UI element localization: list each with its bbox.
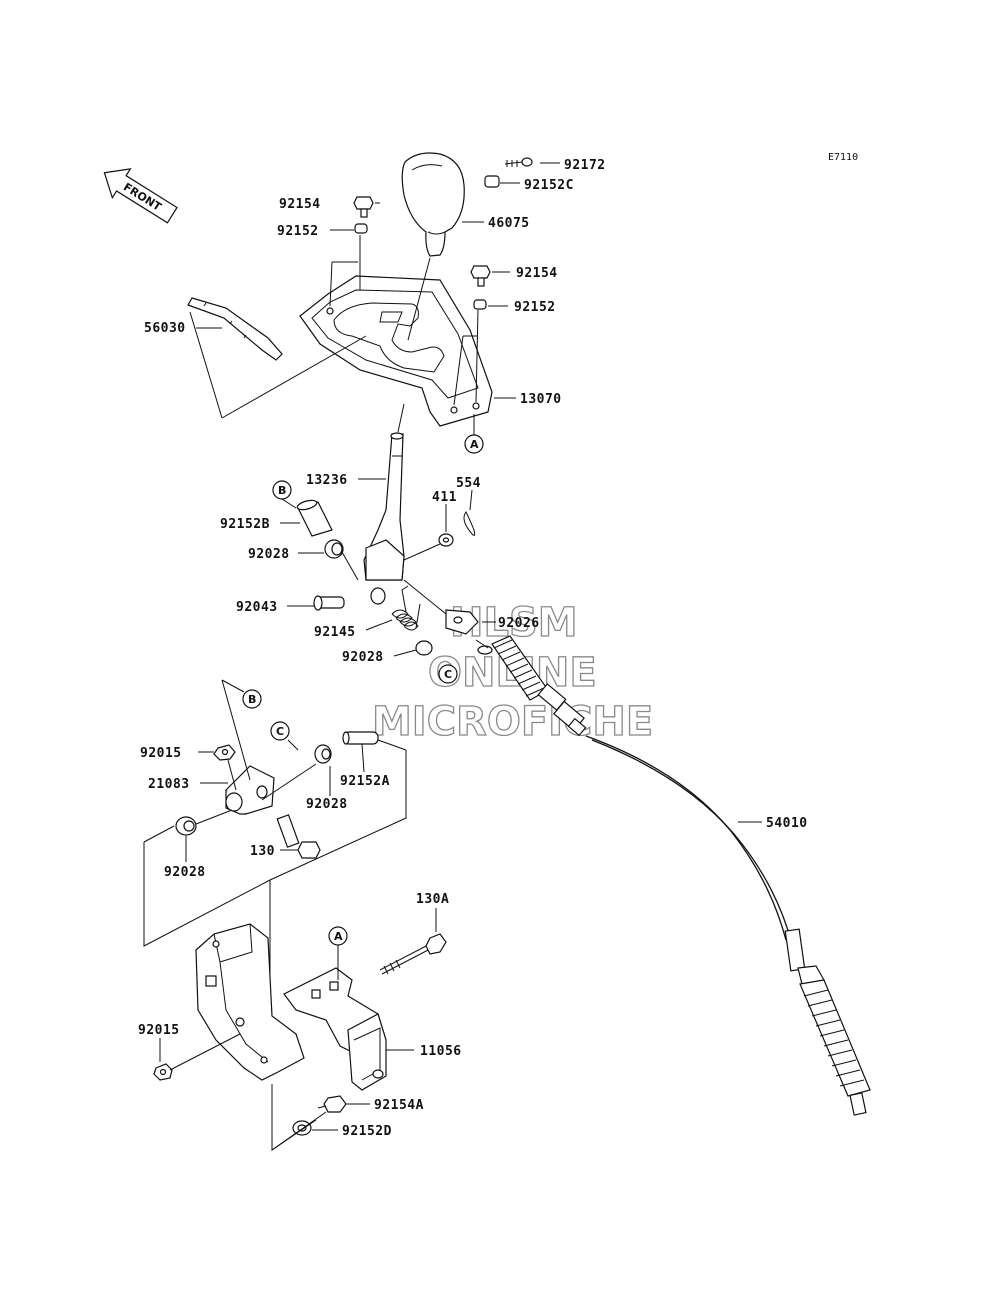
reference-marker-c-top: C bbox=[438, 664, 458, 684]
bolt-92154a-part bbox=[317, 1095, 347, 1113]
part-label-54010: 54010 bbox=[766, 816, 808, 831]
part-label-92028-a: 92028 bbox=[248, 547, 290, 562]
plate-56030-part bbox=[187, 297, 283, 361]
base-bracket-11056-part bbox=[195, 923, 387, 1091]
part-label-92152c: 92152C bbox=[524, 178, 574, 193]
part-label-130: 130 bbox=[250, 844, 275, 859]
part-label-411: 411 bbox=[432, 490, 457, 505]
bushing-92152c-part bbox=[484, 175, 500, 188]
bolt-92154-right-part bbox=[470, 265, 491, 287]
part-label-21083: 21083 bbox=[148, 777, 190, 792]
part-label-92154a: 92154A bbox=[374, 1098, 424, 1113]
reference-marker-a-bottom: A bbox=[328, 926, 348, 980]
washer-92152-right-part bbox=[473, 299, 487, 310]
reference-marker-b-bottom: B bbox=[242, 689, 262, 709]
collar-92028-a-part bbox=[324, 539, 344, 559]
part-label-92154-right: 92154 bbox=[516, 266, 558, 281]
nut-92015-top-part bbox=[213, 744, 236, 761]
part-label-554: 554 bbox=[456, 476, 481, 491]
part-label-92152-right: 92152 bbox=[514, 300, 556, 315]
part-labels: 92172 92152C 46075 92154 92152 92154 921… bbox=[138, 158, 808, 1139]
reference-marker-a-top: A bbox=[464, 434, 484, 454]
marker-a-bottom-label: A bbox=[334, 930, 343, 943]
bolt-130-part bbox=[276, 814, 321, 859]
part-label-130a: 130A bbox=[416, 892, 449, 907]
shift-cable-part bbox=[475, 635, 871, 1116]
part-label-92172: 92172 bbox=[564, 158, 606, 173]
part-label-92154-top: 92154 bbox=[279, 197, 321, 212]
screw-92172-part bbox=[504, 157, 533, 167]
part-label-92152b: 92152B bbox=[220, 517, 270, 532]
washer-92152-top-part bbox=[354, 223, 368, 234]
collar-92028-c-part bbox=[314, 744, 332, 764]
leader-lines-base bbox=[159, 1033, 414, 1151]
bracket-21083-part bbox=[225, 765, 275, 815]
marker-a-top-label: A bbox=[470, 438, 479, 451]
shift-console-part bbox=[299, 275, 493, 427]
pin-92043-part bbox=[313, 595, 345, 611]
nut-92015-bottom-part bbox=[153, 1063, 173, 1081]
part-label-92028-c: 92028 bbox=[306, 797, 348, 812]
marker-c-top-label: C bbox=[444, 668, 452, 681]
leader-lines-top bbox=[189, 162, 560, 436]
shift-lever-part bbox=[363, 432, 405, 581]
part-label-11056: 11056 bbox=[420, 1044, 462, 1059]
watermark-line1: HLSM bbox=[450, 600, 578, 646]
shift-knob-part bbox=[401, 152, 465, 257]
collar-92028-center-part bbox=[370, 587, 386, 605]
bolt-130a-part bbox=[379, 908, 447, 975]
marker-b-top-label: B bbox=[278, 484, 286, 497]
part-label-92152a: 92152A bbox=[340, 774, 390, 789]
part-label-13070: 13070 bbox=[520, 392, 562, 407]
part-label-46075: 46075 bbox=[488, 216, 530, 231]
washer-411-part bbox=[438, 533, 454, 547]
leader-lines-bracket bbox=[143, 679, 407, 1018]
marker-c-bottom-label: C bbox=[276, 725, 284, 738]
pipe-92152a-part bbox=[342, 731, 379, 745]
diagram-code: E7110 bbox=[828, 152, 858, 163]
collar-92028-d-part bbox=[175, 816, 197, 836]
collar-92028-b-part bbox=[415, 640, 433, 656]
front-arrow-icon: FRONT bbox=[103, 168, 178, 224]
part-label-92015-top: 92015 bbox=[140, 746, 182, 761]
part-label-92152-top: 92152 bbox=[277, 224, 319, 239]
part-label-92145: 92145 bbox=[314, 625, 356, 640]
reference-marker-b-top: B bbox=[272, 480, 292, 500]
part-label-92152d: 92152D bbox=[342, 1124, 392, 1139]
spring-92145-part bbox=[391, 585, 421, 631]
part-label-92026: 92026 bbox=[498, 616, 540, 631]
part-label-56030: 56030 bbox=[144, 321, 186, 336]
link-92026-part bbox=[445, 609, 479, 635]
part-label-92028-d: 92028 bbox=[164, 865, 206, 880]
bolt-92154-top-part bbox=[353, 196, 374, 218]
marker-b-bottom-label: B bbox=[248, 693, 256, 706]
bushing-92152b-part bbox=[296, 499, 333, 537]
part-label-92015-bottom: 92015 bbox=[138, 1023, 180, 1038]
part-label-92043: 92043 bbox=[236, 600, 278, 615]
part-label-13236: 13236 bbox=[306, 473, 348, 488]
part-label-92028-b: 92028 bbox=[342, 650, 384, 665]
cotter-pin-554-part bbox=[463, 511, 476, 536]
watermark-line3: MICROFICHE bbox=[372, 699, 653, 745]
leader-lines-lever bbox=[280, 478, 496, 657]
reference-marker-c-bottom: C bbox=[270, 721, 290, 741]
